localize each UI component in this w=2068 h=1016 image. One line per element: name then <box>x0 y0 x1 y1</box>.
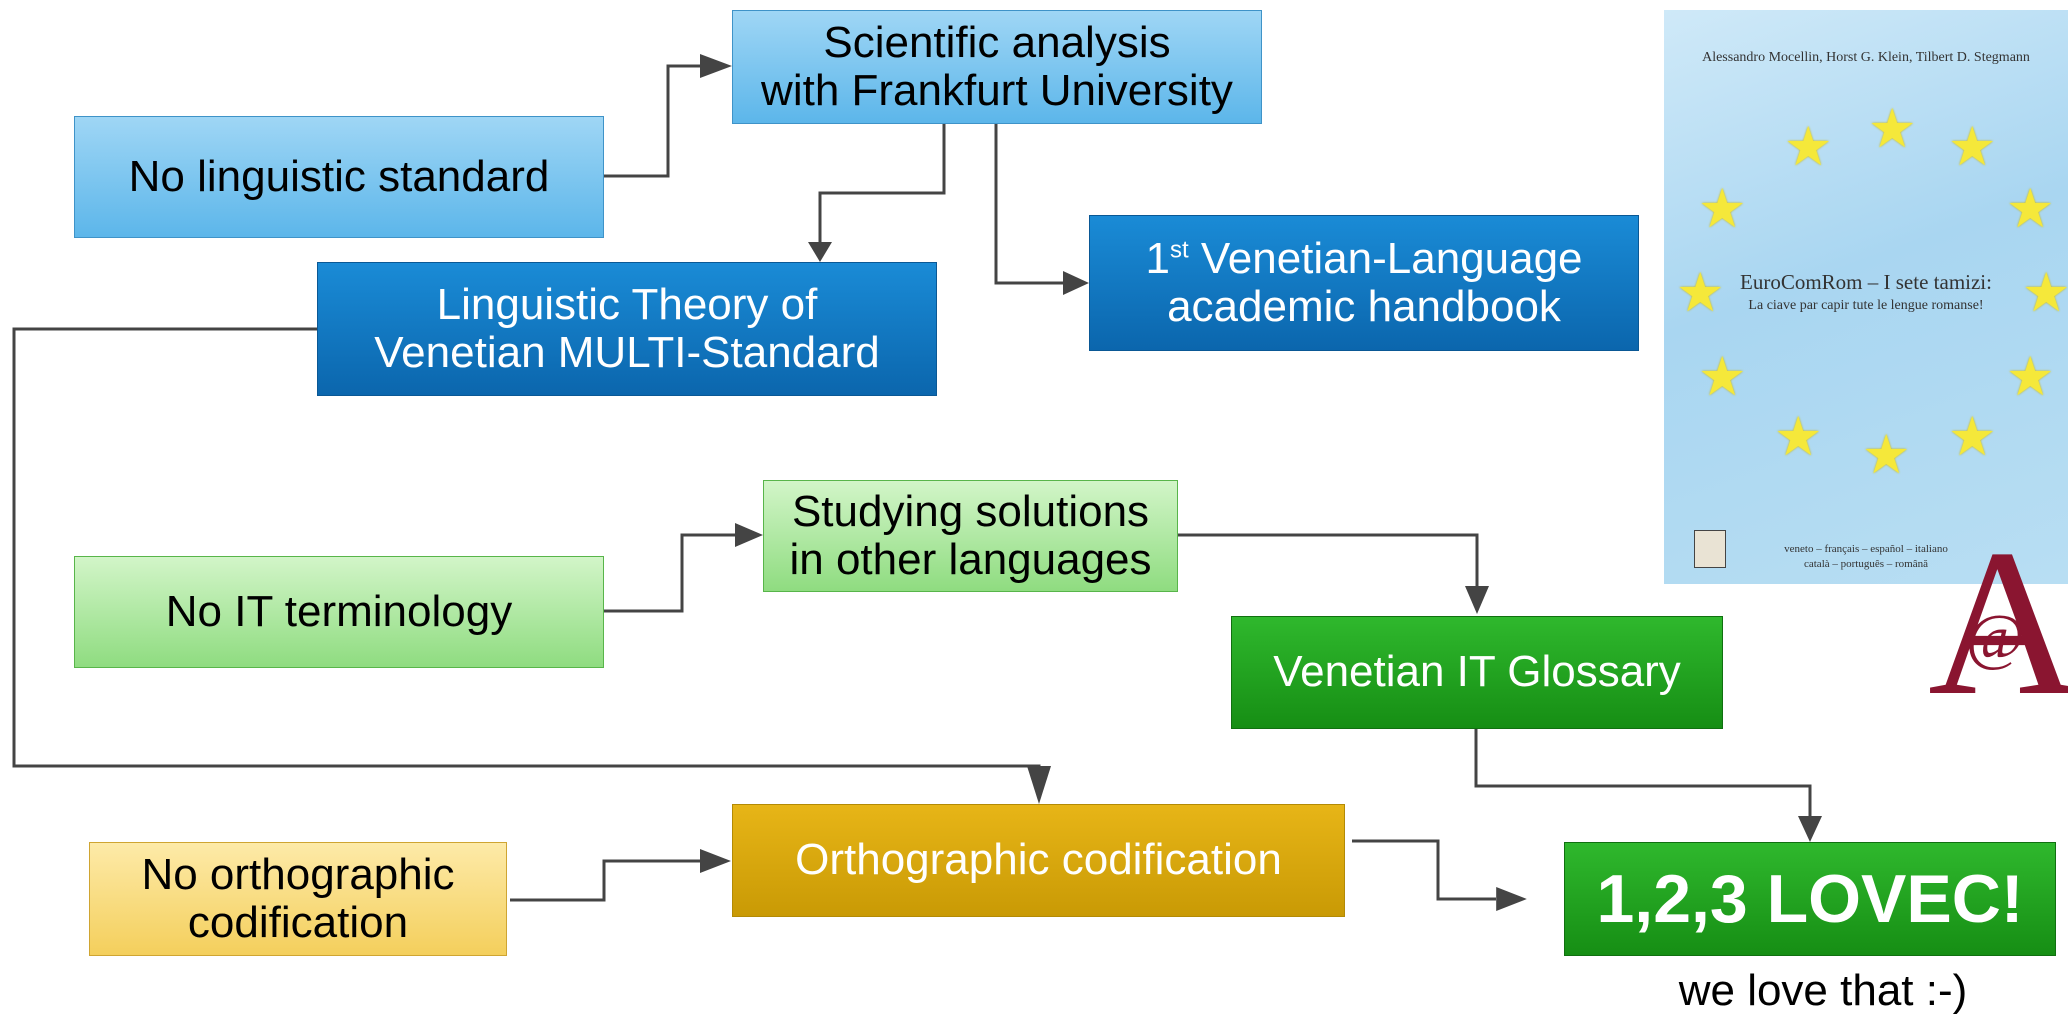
lovec-box: 1,2,3 LOVEC! <box>1564 842 2056 956</box>
no-it-terminology-box: No IT terminology <box>74 556 604 668</box>
arrow-scientific-to-handbook <box>994 124 1063 285</box>
star-icon: ★ <box>1774 407 1823 467</box>
star-icon: ★ <box>2006 347 2055 407</box>
arrow-noit-to-studying <box>603 533 735 613</box>
box-label: 1,2,3 LOVEC! <box>1596 860 2024 937</box>
arrow-glossary-to-lovec <box>1474 729 1812 822</box>
box-label: Venetian IT Glossary <box>1273 647 1681 697</box>
studying-solutions-box: Studying solutions in other languages <box>763 480 1178 592</box>
book-cover-image: Alessandro Mocellin, Horst G. Klein, Til… <box>1664 10 2068 584</box>
portrait-icon <box>1694 530 1726 568</box>
star-icon: ★ <box>1948 407 1997 467</box>
venetian-it-glossary-box: Venetian IT Glossary <box>1231 616 1723 729</box>
arrow-nolingstd-to-scientific <box>603 64 700 178</box>
scientific-analysis-box: Scientific analysis with Frankfurt Unive… <box>732 10 1262 124</box>
arrow-studying-to-glossary <box>1178 533 1479 592</box>
box-label-line1: Scientific analysis <box>823 17 1171 67</box>
box-label-line2: academic handbook <box>1167 282 1561 331</box>
star-icon: ★ <box>1676 263 1725 323</box>
star-icon: ★ <box>1698 179 1747 239</box>
linguistic-theory-box: Linguistic Theory of Venetian MULTI-Stan… <box>317 262 937 396</box>
no-orthographic-codification-box: No orthographic codification <box>89 842 507 956</box>
box-label-line1: No orthographic <box>141 849 455 899</box>
box-label: No linguistic standard <box>128 151 550 201</box>
box-label: Orthographic codification <box>795 835 1282 885</box>
star-icon: ★ <box>1948 117 1997 177</box>
box-label-line1: Linguistic Theory of <box>436 279 818 329</box>
orthographic-codification-box: Orthographic codification <box>732 804 1345 917</box>
box-label-line2: in other languages <box>789 535 1152 584</box>
arrow-noortho-to-ortho <box>510 859 700 902</box>
ordinal-suffix: st <box>1169 235 1189 263</box>
ordinal-number: 1 <box>1145 233 1170 283</box>
academy-logo: A <box>1928 507 2068 739</box>
box-label-line2: with Frankfurt University <box>761 66 1233 115</box>
book-languages-line1: veneto – français – español – italiano <box>1784 543 1948 555</box>
book-languages-line2: català – português – română <box>1803 558 1928 570</box>
no-linguistic-standard-box: No linguistic standard <box>74 116 604 238</box>
star-icon: ★ <box>1862 425 1911 485</box>
box-label-rest: Venetian-Language <box>1188 233 1583 283</box>
star-icon: ★ <box>1698 347 1747 407</box>
arrow-scientific-to-lingtheory <box>818 124 946 242</box>
box-label-line1: 1st Venetian-Language <box>1145 233 1583 283</box>
star-icon: ★ <box>1868 99 1917 159</box>
academic-handbook-box: 1st Venetian-Language academic handbook <box>1089 215 1639 351</box>
book-subtitle: La ciave par capir tute le lengue romans… <box>1748 298 1984 313</box>
academy-logo-at-symbol: @ <box>1966 601 2025 672</box>
book-title: EuroComRom – I sete tamizi: <box>1740 270 1992 294</box>
box-label-line2: codification <box>187 898 409 947</box>
box-label: No IT terminology <box>165 586 513 636</box>
box-label-line2: Venetian MULTI-Standard <box>374 328 880 377</box>
caption-text: we love that :-) <box>1678 966 1968 1015</box>
arrow-ortho-to-lovec <box>1352 839 1496 901</box>
star-icon: ★ <box>2006 179 2055 239</box>
box-label-line1: Studying solutions <box>791 486 1150 536</box>
star-icon: ★ <box>2022 263 2068 323</box>
book-authors: Alessandro Mocellin, Horst G. Klein, Til… <box>1702 50 2030 65</box>
star-icon: ★ <box>1784 117 1833 177</box>
